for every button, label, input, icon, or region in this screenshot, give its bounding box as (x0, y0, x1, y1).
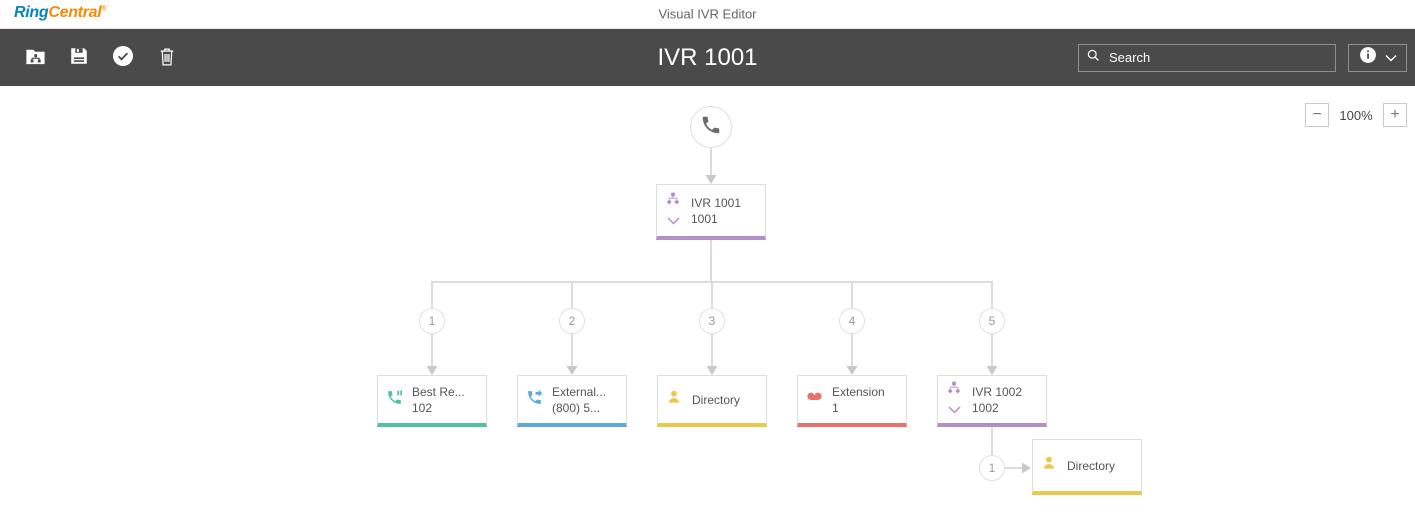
tree-node-directory-child[interactable]: Directory (1032, 439, 1142, 495)
branch-key-circle: 5 (979, 308, 1005, 334)
node-title: Directory (1067, 458, 1116, 473)
phone-icon (700, 114, 722, 141)
branch-key: 2 (568, 314, 576, 328)
extension-icon (806, 390, 823, 409)
logo-trademark: ® (101, 5, 107, 13)
search-icon (1086, 48, 1101, 68)
page-title: Visual IVR Editor (658, 6, 757, 22)
branch-key: 4 (848, 314, 856, 328)
toolbar-right (1078, 43, 1415, 72)
delete-button[interactable] (154, 45, 180, 71)
person-icon (1041, 455, 1057, 476)
branch-key-circle: 3 (699, 308, 725, 334)
branch-key-circle: 4 (839, 308, 865, 334)
toolbar-actions (0, 45, 180, 71)
tree-node-root-ivr-1001[interactable]: IVR 1001 1001 (656, 184, 766, 240)
phone-hold-icon (386, 389, 403, 411)
chevron-down-icon[interactable] (666, 212, 680, 230)
branch-key-circle: 1 (979, 455, 1005, 481)
person-icon (666, 389, 682, 410)
check-circle-icon (111, 44, 135, 71)
zoom-in-button[interactable]: + (1383, 103, 1407, 127)
node-title: IVR 1002 (972, 384, 1023, 399)
node-title: Directory (692, 392, 741, 407)
node-subtitle: 1001 (691, 211, 718, 226)
node-title: Best Re... (412, 384, 465, 399)
chevron-down-icon[interactable] (947, 401, 961, 419)
editor-toolbar: IVR 1001 (0, 29, 1415, 86)
logo-central: Central (48, 4, 102, 21)
node-title: IVR 1001 (691, 195, 742, 210)
node-subtitle: (800) 5... (552, 400, 601, 415)
top-bar: RingCentral® Visual IVR Editor (0, 0, 1415, 29)
save-button[interactable] (66, 45, 92, 71)
call-entry-point (690, 106, 732, 148)
validate-button[interactable] (110, 45, 136, 71)
branch-key: 3 (708, 314, 716, 328)
open-ivr-button[interactable] (22, 45, 48, 71)
save-icon (68, 45, 90, 70)
node-subtitle: 102 (412, 400, 433, 415)
node-subtitle: 1002 (972, 400, 999, 415)
info-icon (1358, 45, 1378, 70)
tree-node-external-number[interactable]: External... (800) 5... (517, 375, 627, 427)
info-dropdown-button[interactable] (1348, 43, 1407, 72)
trash-icon (157, 45, 177, 71)
ringcentral-logo[interactable]: RingCentral® (14, 4, 107, 22)
tree-connectors (426, 148, 1031, 474)
zoom-controls: − 100% + (1305, 103, 1407, 127)
branch-key: 1 (988, 461, 996, 475)
logo-ring: Ring (14, 4, 49, 21)
branch-key: 1 (428, 314, 436, 328)
ivr-canvas[interactable]: − 100% + IVR 1001 1001 (0, 86, 1415, 513)
chevron-down-icon (1385, 49, 1397, 67)
node-subtitle: 1 (832, 400, 839, 415)
phone-forward-icon (526, 389, 543, 411)
tree-node-ivr-1002[interactable]: IVR 1002 1002 (937, 375, 1047, 427)
branch-key-circle: 2 (559, 308, 585, 334)
zoom-out-button[interactable]: − (1305, 103, 1329, 127)
search-box (1078, 43, 1336, 72)
ivr-tree-icon (665, 191, 681, 211)
search-input[interactable] (1107, 49, 1328, 66)
zoom-level: 100% (1339, 107, 1373, 123)
ivr-title: IVR 1001 (657, 43, 758, 71)
branch-key: 5 (988, 314, 996, 328)
tree-node-directory[interactable]: Directory (657, 375, 767, 427)
node-title: External... (552, 384, 607, 399)
tree-node-extension[interactable]: Extension 1 (797, 375, 907, 427)
tree-node-best-regards[interactable]: Best Re... 102 (377, 375, 487, 427)
folder-tree-icon (24, 45, 47, 71)
ivr-tree-icon (946, 380, 962, 400)
node-title: Extension (832, 384, 885, 399)
branch-key-circle: 1 (419, 308, 445, 334)
